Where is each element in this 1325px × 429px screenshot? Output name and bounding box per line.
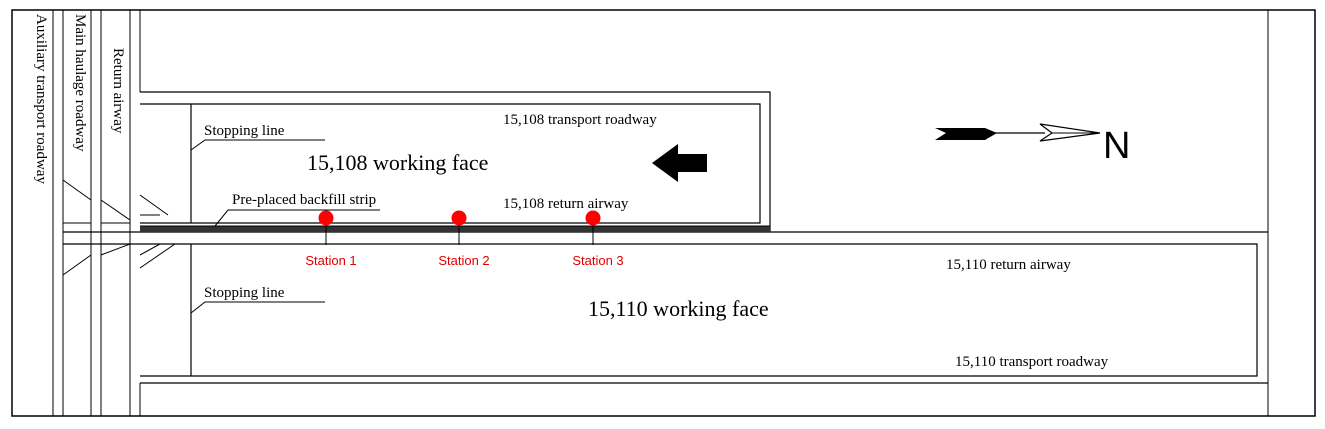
main-roadways — [52, 10, 1269, 416]
main-haulage-roadway-label: Main haulage roadway — [72, 14, 88, 152]
stopping-line-15110-label: Stopping line — [204, 285, 285, 301]
station-1-label: Station 1 — [305, 253, 356, 268]
roadway-crossings — [62, 179, 176, 276]
stopping-line-15108-label: Stopping line — [204, 123, 285, 139]
station-3: Station 3 — [572, 210, 624, 268]
transport-roadway-15108-label: 15,108 transport roadway — [503, 112, 657, 128]
backfill-strip-label: Pre-placed backfill strip — [232, 192, 376, 208]
diagram-frame — [11, 9, 1316, 417]
working-face-15110-label: 15,110 working face — [588, 296, 769, 321]
transport-roadway-15110-label: 15,110 transport roadway — [955, 354, 1109, 370]
station-1: Station 1 — [305, 210, 357, 268]
left-arrow-icon — [652, 144, 707, 182]
return-airway-15108-label: 15,108 return airway — [503, 196, 629, 212]
station-2-label: Station 2 — [438, 253, 489, 268]
panel-15108-outline — [140, 91, 771, 232]
station-2: Station 2 — [438, 210, 490, 268]
station-1-marker — [318, 210, 334, 226]
station-3-marker — [585, 210, 601, 226]
return-airway-label: Return airway — [110, 48, 126, 134]
north-arrow-icon — [935, 123, 1101, 142]
station-3-label: Station 3 — [572, 253, 623, 268]
leader-lines — [190, 139, 380, 314]
backfill-strip — [140, 226, 770, 232]
station-2-marker — [451, 210, 467, 226]
return-airway-15110-label: 15,110 return airway — [946, 257, 1071, 273]
working-face-15108-label: 15,108 working face — [307, 150, 488, 175]
auxiliary-transport-roadway-label: Auxiliary transport roadway — [33, 14, 49, 184]
north-label: N — [1103, 125, 1130, 167]
